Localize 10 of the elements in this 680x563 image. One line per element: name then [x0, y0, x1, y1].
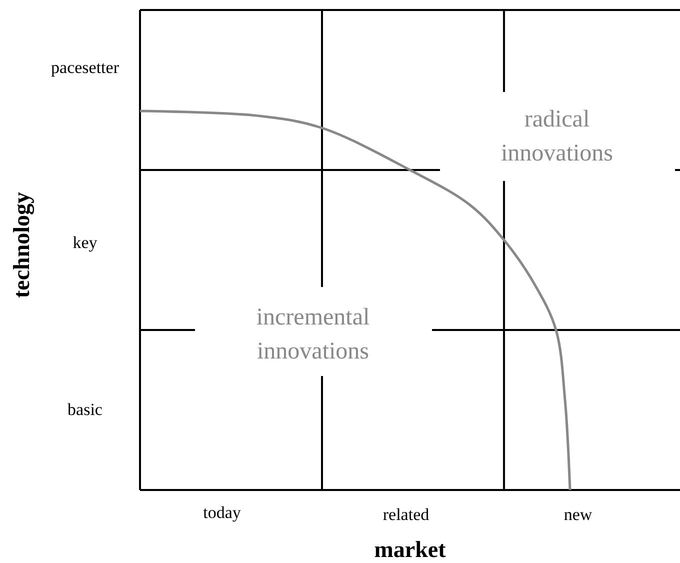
axis-title: market [374, 537, 446, 563]
axis-tick-label: related [382, 505, 430, 525]
axis-title: technology [9, 192, 35, 298]
region-label: radical innovations [500, 105, 614, 168]
axis-tick-label: key [72, 233, 98, 253]
axis-tick-label: today [203, 503, 241, 523]
axis-tick-label: new [564, 505, 592, 525]
axis-tick-label: pacesetter [51, 58, 119, 78]
axis-tick-label: basic [68, 400, 102, 420]
region-label: incremental innovations [255, 303, 371, 366]
